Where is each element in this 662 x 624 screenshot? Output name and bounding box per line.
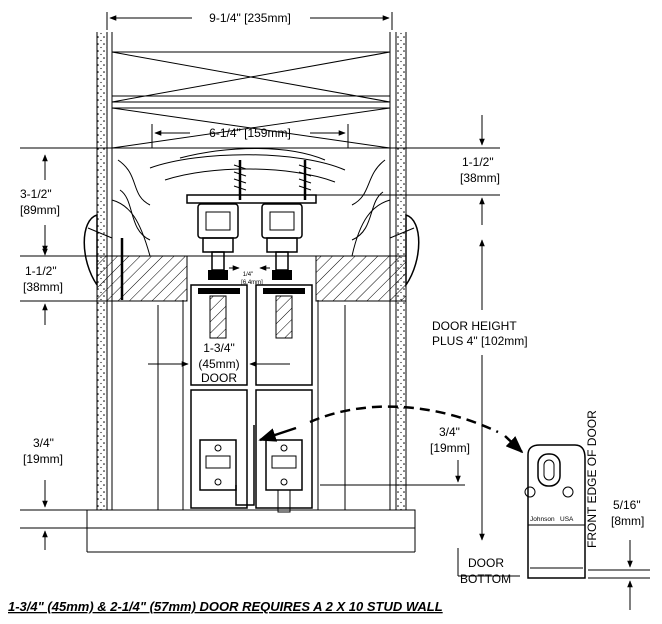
dim-door-thickness-2: (45mm) xyxy=(198,357,239,371)
label-country: USA xyxy=(560,516,574,523)
dim-overall-width: 9-1/4" [235mm] xyxy=(209,11,291,25)
dim-guide-bottom-1: 5/16" xyxy=(613,498,641,512)
plate-left-hatch xyxy=(96,255,188,302)
label-brand: Johnson xyxy=(530,516,555,523)
dim-offset-2: [6.4mm] xyxy=(241,280,263,286)
plate-right-hatch xyxy=(315,255,407,302)
dim-door-thickness-1: 1-3/4" xyxy=(203,341,235,355)
dim-header-top-2: [89mm] xyxy=(20,203,60,217)
trim-right xyxy=(389,213,420,288)
wood-header xyxy=(111,147,391,257)
label-door-bottom-2: BOTTOM xyxy=(460,572,511,586)
label-front-edge: FRONT EDGE OF DOOR xyxy=(585,410,599,548)
dim-plate-left-2: [38mm] xyxy=(23,280,63,294)
dim-guide-left-1: 3/4" xyxy=(33,436,54,450)
dim-door-thickness-3: DOOR xyxy=(201,371,237,385)
dim-guide-right-1: 3/4" xyxy=(439,425,460,439)
dim-door-height-2: PLUS 4" [102mm] xyxy=(432,334,528,348)
dim-guide-right-2: [19mm] xyxy=(430,441,470,455)
dim-door-height-1: DOOR HEIGHT xyxy=(432,319,517,333)
dim-header-top-1: 3-1/2" xyxy=(20,187,52,201)
dim-plate-left-1: 1-1/2" xyxy=(25,264,57,278)
dimension-lines xyxy=(20,12,650,610)
floor xyxy=(86,509,416,553)
guide-bracket xyxy=(235,425,255,506)
dim-offset-1: 1/4" xyxy=(243,272,253,278)
caption: 1-3/4" (45mm) & 2-1/4" (57mm) DOOR REQUI… xyxy=(8,599,443,614)
dim-header-right-1: 1-1/2" xyxy=(462,155,494,169)
dim-guide-left-2: [19mm] xyxy=(23,452,63,466)
dim-header-right-2: [38mm] xyxy=(460,171,500,185)
dim-guide-bottom-2: [8mm] xyxy=(611,514,644,528)
trim-left xyxy=(83,213,113,288)
label-door-bottom-1: DOOR xyxy=(468,556,504,570)
door-right xyxy=(255,284,313,513)
track-assembly xyxy=(186,160,317,280)
door-left xyxy=(190,284,248,509)
floor-guide-detail xyxy=(524,444,586,579)
dim-track-width: 6-1/4" [159mm] xyxy=(209,126,291,140)
